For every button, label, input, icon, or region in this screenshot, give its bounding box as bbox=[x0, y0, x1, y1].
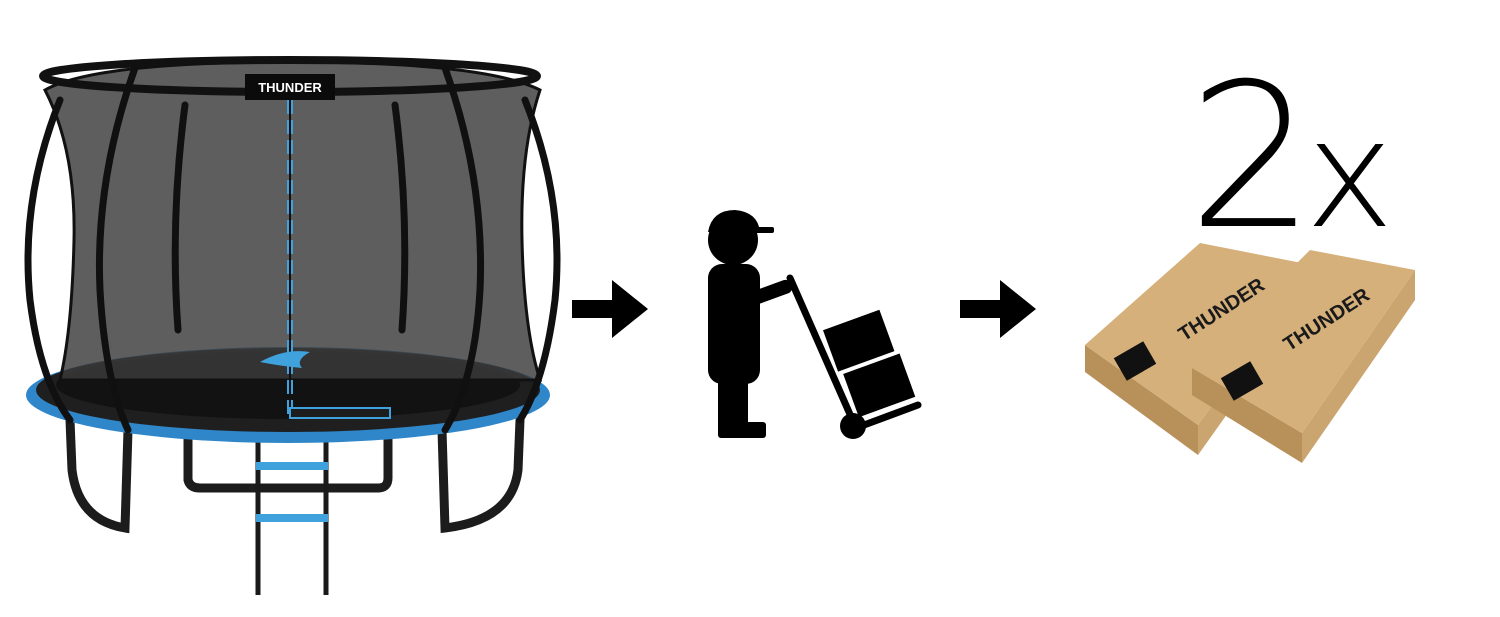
brand-logo-text: THUNDER bbox=[258, 80, 322, 95]
delivery-man-icon bbox=[708, 210, 922, 439]
brand-plate: THUNDER bbox=[245, 74, 335, 100]
shipping-boxes: THUNDER THUNDER bbox=[1085, 243, 1415, 463]
ladder bbox=[255, 440, 329, 595]
net-poles bbox=[24, 64, 561, 434]
mat-logo bbox=[260, 351, 310, 368]
arrow-right-icon bbox=[960, 280, 1036, 338]
package-quantity: 2x bbox=[1188, 58, 1394, 258]
shipping-box: THUNDER bbox=[1192, 250, 1415, 463]
quantity-multiplier: x bbox=[1305, 88, 1395, 262]
arrow-right-icon bbox=[572, 280, 648, 338]
quantity-number: 2 bbox=[1188, 41, 1315, 274]
trampoline-illustration: THUNDER bbox=[24, 56, 561, 595]
trampoline-legs bbox=[65, 415, 525, 534]
